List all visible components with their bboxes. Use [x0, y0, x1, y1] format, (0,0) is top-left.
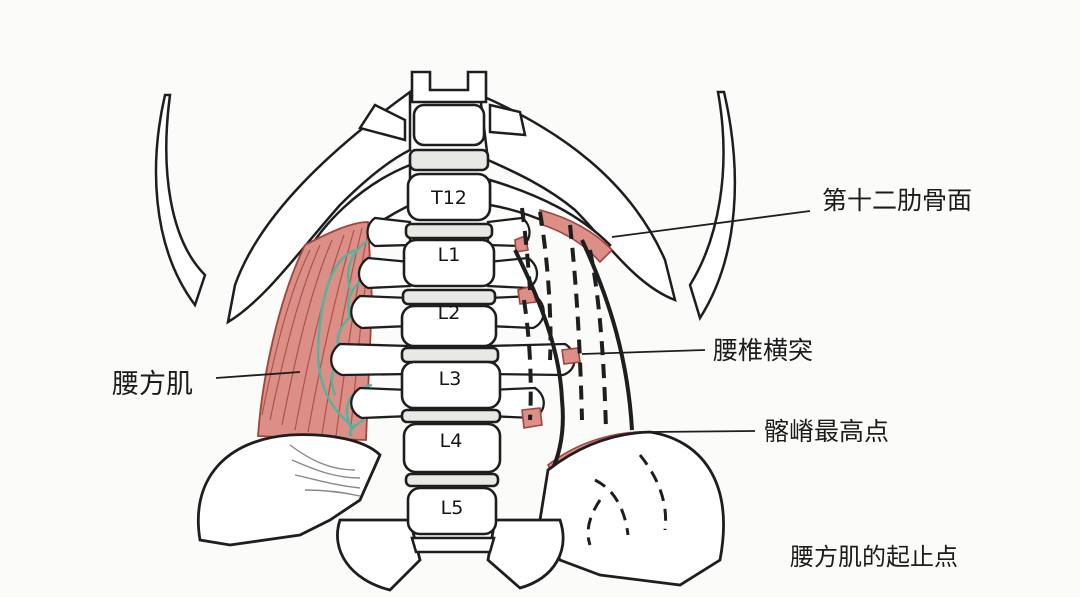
vertebra-label-t12: T12	[431, 187, 467, 209]
leader-iliac-crest	[650, 431, 755, 432]
vertebra-label-l1: L1	[438, 244, 461, 266]
vertebra-label-l3: L3	[439, 368, 462, 390]
vertebra-label-l2: L2	[438, 302, 461, 324]
label-transverse-process: 腰椎横突	[713, 338, 813, 363]
vertebra-label-l4: L4	[440, 430, 463, 452]
label-iliac-crest: 髂嵴最高点	[764, 419, 889, 444]
diagram-caption: 腰方肌的起止点	[790, 545, 958, 569]
label-rib-face: 第十二肋骨面	[822, 188, 972, 213]
vertebra-label-l5: L5	[441, 497, 464, 519]
label-quadratus-lumborum: 腰方肌	[112, 371, 193, 398]
